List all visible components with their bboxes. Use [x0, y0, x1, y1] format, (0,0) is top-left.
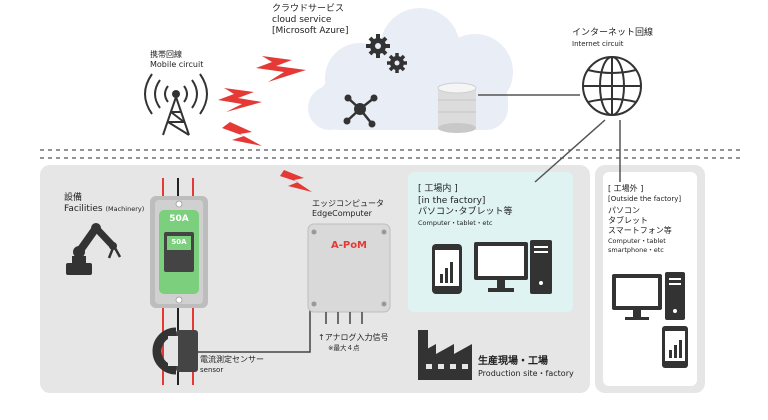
internet-label-jp: インターネット回線: [572, 28, 654, 38]
analog-note: ※最大４点: [328, 344, 360, 352]
in-factory-line2: [in the factory]: [418, 196, 486, 206]
pc-tower-icon-outside: [665, 272, 685, 320]
outside-line3: パソコン: [608, 206, 640, 215]
pc-tower-icon: [530, 240, 552, 294]
mobile-label-jp: 携帯回線: [150, 50, 182, 59]
breaker-rating-top: 50A: [169, 214, 189, 224]
database-icon: [437, 82, 477, 133]
outside-line6: Computer・tablet: [608, 237, 666, 245]
edge-label-en: EdgeComputer: [312, 209, 372, 218]
outside-line1: [ 工場外 ]: [608, 184, 644, 193]
sensor-label-en: sensor: [200, 366, 224, 374]
antenna-tower-icon: [144, 73, 208, 136]
smartphone-icon: [662, 326, 688, 368]
cloud-title-en: cloud service: [272, 15, 332, 25]
outside-line5: スマートフォン等: [608, 226, 672, 235]
circuit-breaker: [150, 196, 208, 308]
edge-computer-box: [307, 223, 391, 324]
in-factory-line4: Computer・tablet・etc: [418, 219, 493, 227]
globe-icon: [582, 56, 642, 116]
cloud-provider: [Microsoft Azure]: [272, 26, 349, 36]
network-hub-icon: [343, 94, 378, 128]
monitor-icon-outside: [612, 274, 662, 320]
monitor-icon: [474, 242, 528, 292]
facilities-label-jp: 設備: [64, 193, 83, 203]
facilities-label-en-small: (Machinery): [105, 205, 145, 213]
sensor-label-jp: 電流測定センサー: [200, 355, 264, 364]
mobile-label-en: Mobile circuit: [150, 60, 204, 69]
analog-input-label: ↑アナログ入力信号: [318, 333, 389, 342]
outside-line4: タブレット: [608, 216, 648, 225]
lightning-icon: [218, 56, 312, 192]
facilities-label-en-main: Facilities: [64, 204, 103, 214]
in-factory-line3: パソコン･タブレット等: [418, 207, 513, 217]
current-sensor-icon: [152, 327, 198, 375]
internet-infactory-line: [534, 119, 606, 183]
analog-label-text: アナログ入力信号: [324, 333, 389, 342]
in-factory-line1: [ 工場内 ]: [418, 184, 458, 194]
internet-label-en: Internet circuit: [572, 40, 624, 48]
analog-arrow: ↑: [318, 333, 325, 342]
facilities-label-en: Facilities (Machinery): [64, 204, 144, 214]
factory-icon: [418, 330, 472, 380]
outside-line7: smartphone・etc: [608, 246, 664, 254]
breaker-rating-inner: 50A: [171, 238, 187, 246]
tablet-icon: [432, 244, 462, 294]
sensor-cable: [198, 303, 311, 353]
production-label-en: Production site・factory: [478, 369, 574, 378]
cloud-title-jp: クラウドサービス: [272, 4, 345, 14]
gear-icon: [366, 34, 407, 73]
robot-arm-icon: [66, 223, 122, 275]
edge-device-name: A-PoM: [330, 240, 368, 251]
edge-label-jp: エッジコンピュータ: [312, 199, 384, 208]
outside-line2: [Outside the factory]: [608, 195, 682, 203]
production-label-jp: 生産現場・工場: [478, 356, 548, 367]
